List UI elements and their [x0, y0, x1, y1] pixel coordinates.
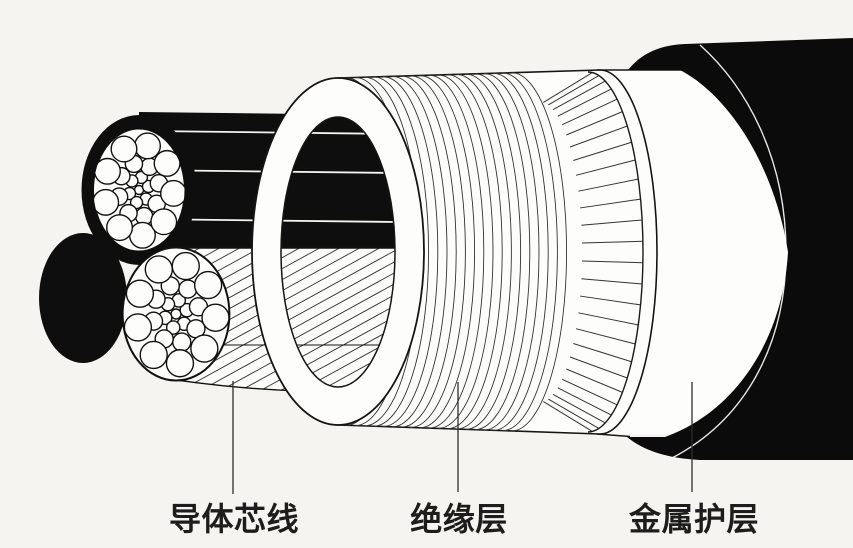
- leader-lines: [232, 381, 693, 494]
- core-back: [39, 233, 127, 363]
- core-top: [81, 112, 397, 268]
- outer-jacket: [627, 38, 853, 460]
- label-conductor: 导体芯线: [169, 501, 299, 537]
- label-insulation: 绝缘层: [410, 501, 508, 537]
- label-metal-sheath: 金属护层: [628, 501, 759, 537]
- insulation-end-taper: [543, 72, 643, 432]
- jacket-inner-edge-highlight: [671, 44, 787, 459]
- insulation-cut-face-ring: [251, 77, 425, 426]
- labels: 导体芯线 绝缘层 金属护层: [169, 501, 759, 537]
- insulation-end-rim: [587, 71, 644, 433]
- conductor-strands-top: [93, 132, 185, 249]
- conductor-strands-front: [123, 251, 230, 378]
